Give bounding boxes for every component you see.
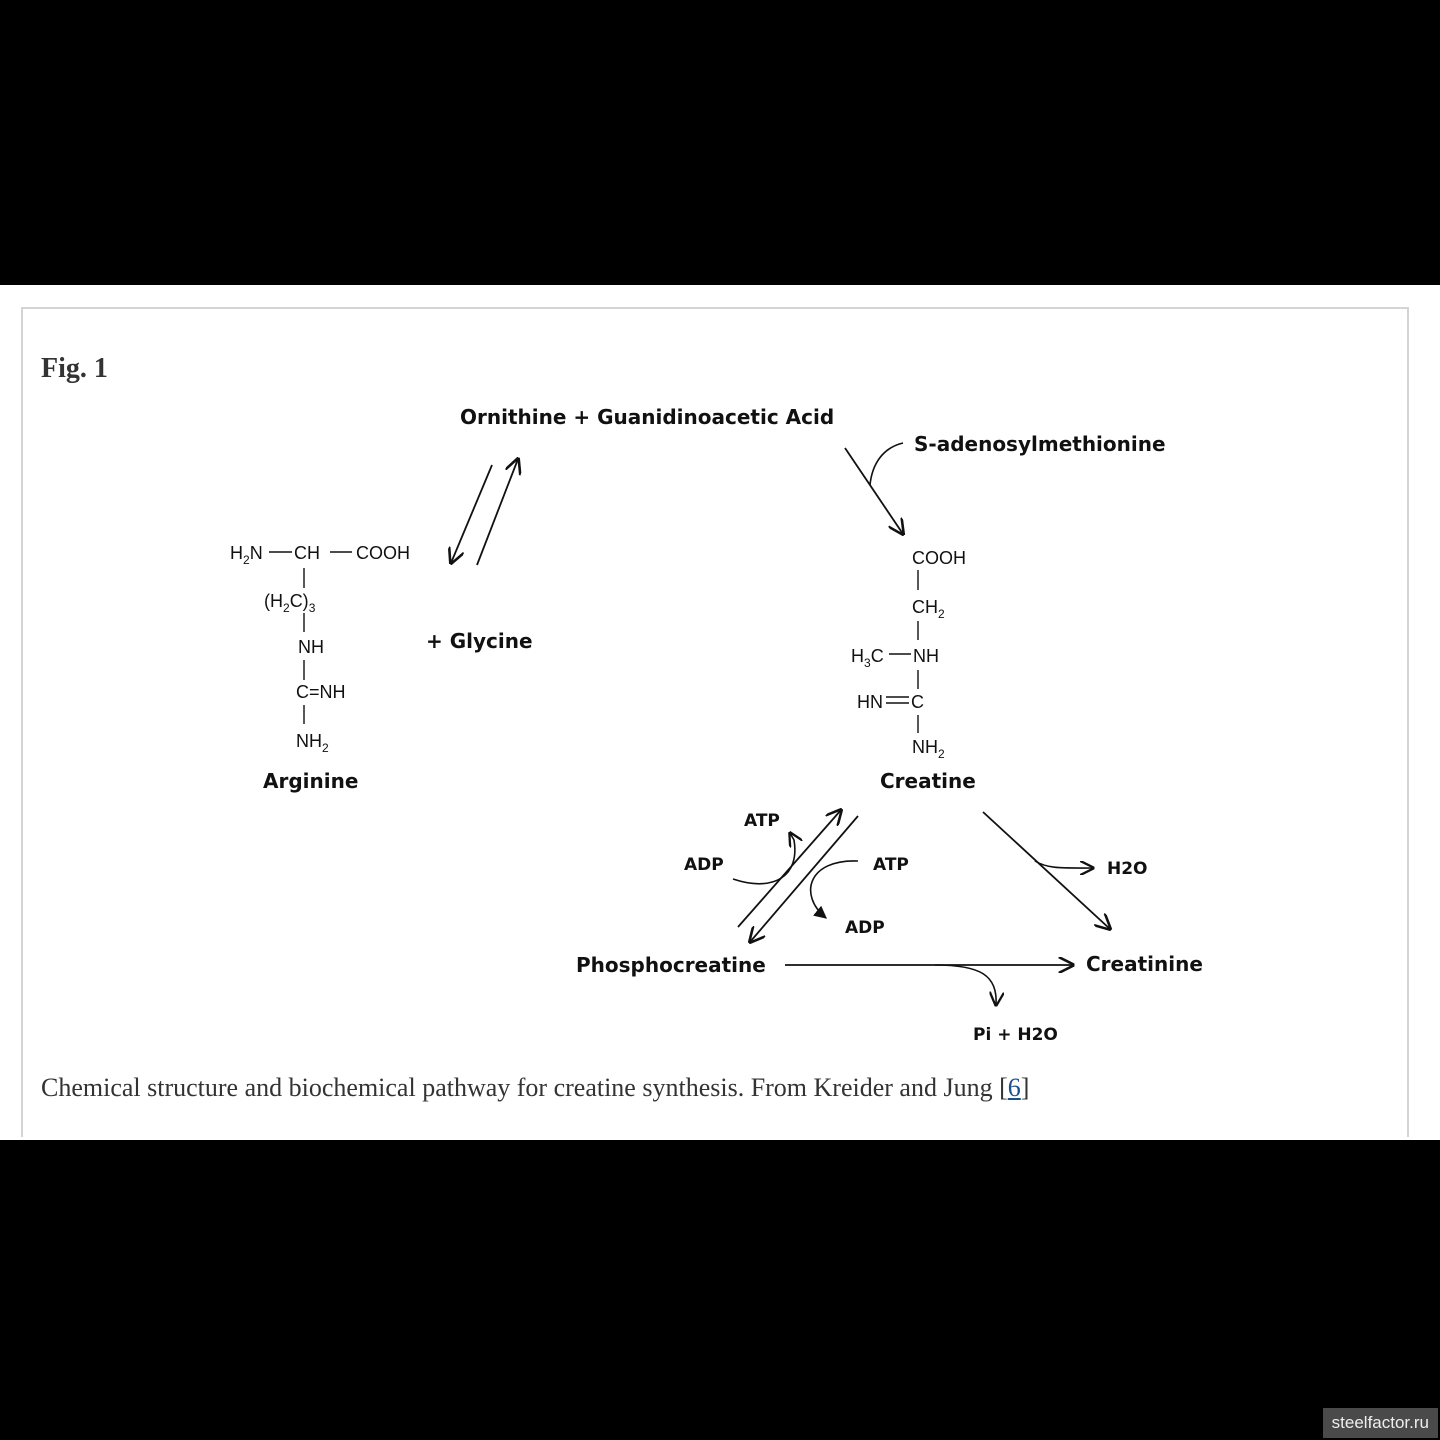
- atp-adp-curve: [809, 860, 859, 919]
- arginine-nh: NH: [298, 637, 324, 657]
- atp-top-label: ATP: [744, 811, 780, 831]
- caption-text: Chemical structure and biochemical pathw…: [41, 1073, 1008, 1102]
- arrow-to-phosphocreatine: [750, 815, 859, 942]
- h2o-label: H2O: [1107, 859, 1148, 879]
- creatine-structure: COOH CH2 H3C NH HN C NH2 Creatine: [851, 548, 976, 793]
- cofactor-curve: [869, 442, 904, 486]
- arginine-cooh: COOH: [356, 543, 410, 563]
- arrow-to-ornithine: [476, 459, 518, 566]
- figure-frame: [21, 307, 1409, 1137]
- creatine-nh2: NH2: [912, 737, 945, 761]
- caption-close: ]: [1020, 1073, 1030, 1102]
- atp-right-label: ATP: [873, 855, 909, 875]
- creatine-h3c: H3C: [851, 646, 884, 670]
- creatine-hn: HN: [857, 692, 883, 712]
- plus-glycine-label: + Glycine: [426, 629, 533, 653]
- figure-label: Fig. 1: [41, 353, 108, 384]
- arginine-c-nh: C=NH: [296, 682, 346, 702]
- h2o-release-curve: [1034, 860, 1093, 868]
- adp-left-label: ADP: [684, 855, 724, 875]
- creatinine-label: Creatinine: [1086, 952, 1203, 976]
- arginine-structure: H2N CH COOH (H2C)3 NH C=NH NH2 Arginine: [230, 543, 410, 793]
- s-adenosylmethionine-label: S-adenosylmethionine: [914, 432, 1166, 456]
- figure-caption: Chemical structure and biochemical pathw…: [41, 1073, 1029, 1103]
- arginine-row1: H2N: [230, 543, 263, 567]
- pi-h2o-release-curve: [934, 964, 996, 1005]
- creatine-pathway-diagram: Ornithine + Guanidinoacetic Acid S-adeno…: [230, 405, 1203, 1045]
- creatine-name: Creatine: [880, 769, 976, 793]
- arrow-to-creatine: [844, 447, 903, 534]
- arginine-row2: (H2C)3: [264, 591, 316, 615]
- adp-bottom-label: ADP: [845, 918, 885, 938]
- ornithine-guanidinoacetic-label: Ornithine + Guanidinoacetic Acid: [460, 405, 834, 429]
- creatine-c: C: [911, 692, 924, 712]
- arrow-to-arginine: [451, 464, 493, 563]
- citation-link[interactable]: 6: [1007, 1073, 1021, 1102]
- arrow-to-creatine-from-pcr: [737, 810, 841, 928]
- figure-panel: Fig. 1 Ornithine + Guanidinoacetic Acid …: [0, 285, 1440, 1140]
- arginine-ch: CH: [294, 543, 320, 563]
- watermark: steelfactor.ru: [1322, 1408, 1438, 1438]
- adp-atp-curve: [732, 833, 795, 885]
- creatine-cooh: COOH: [912, 548, 966, 568]
- arrow-to-creatinine: [982, 811, 1110, 929]
- arginine-nh2: NH2: [296, 731, 329, 755]
- creatine-ch2: CH2: [912, 597, 945, 621]
- creatine-nh: NH: [913, 646, 939, 666]
- phosphocreatine-label: Phosphocreatine: [576, 953, 766, 977]
- pi-h2o-label: Pi + H2O: [973, 1025, 1058, 1045]
- arginine-name: Arginine: [263, 769, 358, 793]
